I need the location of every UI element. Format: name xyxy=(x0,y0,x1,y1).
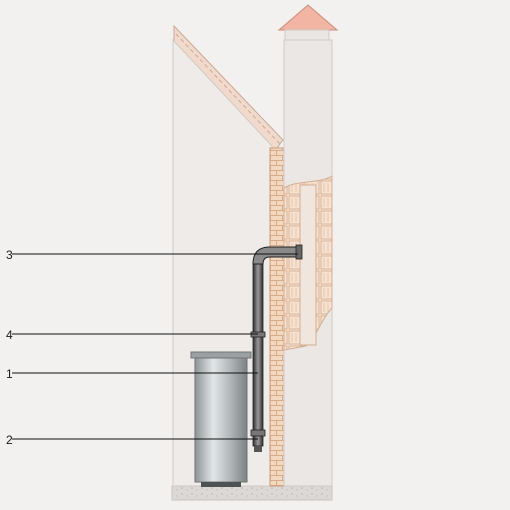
flue-pipe xyxy=(250,244,303,452)
callout-label-3: 3 xyxy=(6,248,13,262)
callout-label-1: 1 xyxy=(6,367,13,381)
floor xyxy=(171,485,333,501)
chimney-cap xyxy=(277,4,339,41)
callout-label-2: 2 xyxy=(6,433,13,447)
chimney-flue-liner xyxy=(299,184,317,346)
chimney-brick-facing xyxy=(269,147,285,487)
callout-label-4: 4 xyxy=(6,328,13,342)
boiler xyxy=(190,351,252,487)
